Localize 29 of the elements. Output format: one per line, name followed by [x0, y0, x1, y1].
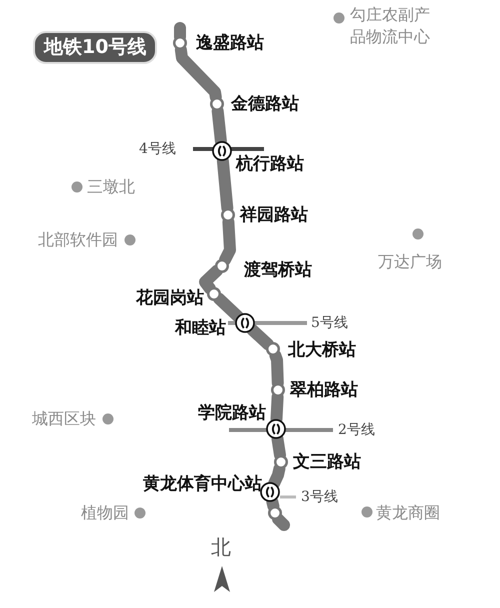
place-label: 城西区块 — [32, 408, 96, 430]
place-label: 黄龙商圈 — [376, 502, 440, 524]
station-name: 渡驾桥站 — [244, 260, 312, 280]
station-name: 黄龙体育中心站 — [143, 474, 262, 494]
station-name: 逸盛路站 — [196, 33, 264, 53]
place-label: 万达广场 — [378, 251, 442, 273]
metro-line-segment — [213, 292, 244, 322]
station-name: 祥园路站 — [240, 205, 308, 225]
line-name-badge: 地铁10号线 — [33, 31, 158, 64]
station-name: 文三路站 — [293, 452, 361, 472]
station-name: 金德路站 — [231, 94, 299, 114]
place-label: 勾庄农副产品物流中心 — [350, 4, 431, 48]
station-name: 学院路站 — [198, 403, 266, 423]
metro-line-segment — [268, 462, 286, 489]
place-label: 植物园 — [81, 502, 129, 524]
transfer-line-label: 2号线 — [338, 421, 375, 439]
station-name: 花园岗站 — [136, 288, 204, 308]
transfer-line-label: 4号线 — [139, 140, 176, 158]
north-label: 北 — [211, 535, 231, 559]
station-name: 翠柏路站 — [290, 380, 358, 400]
place-label: 北部软件园 — [38, 229, 118, 251]
station-name: 北大桥站 — [288, 340, 356, 360]
metro-line-segment — [199, 264, 223, 294]
metro-line-segment — [246, 324, 274, 350]
station-name: 杭行路站 — [236, 154, 304, 174]
place-label: 三墩北 — [87, 176, 135, 198]
transfer-line-label: 5号线 — [311, 314, 348, 332]
station-name: 和睦站 — [175, 318, 226, 338]
transfer-line-label: 3号线 — [301, 488, 338, 506]
